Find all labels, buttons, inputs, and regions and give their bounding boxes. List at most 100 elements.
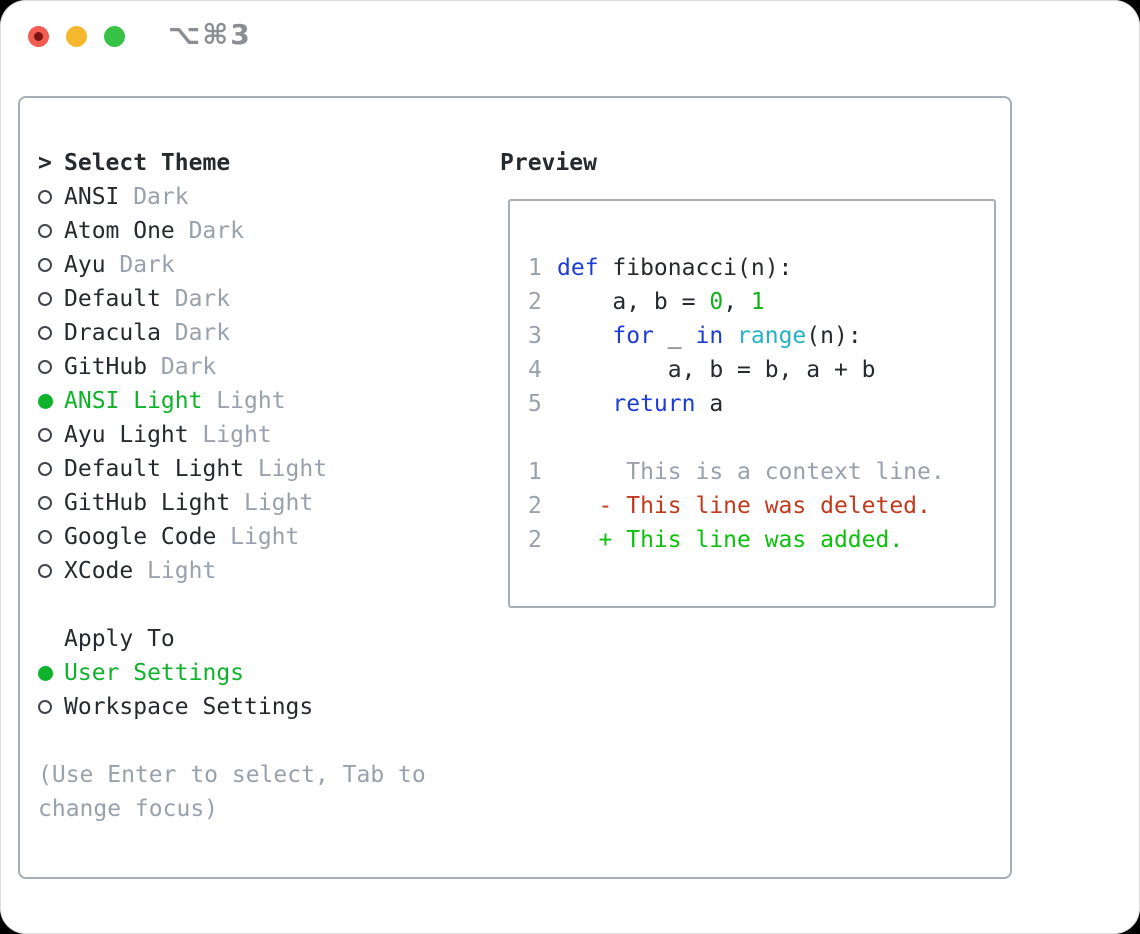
minimize-button[interactable] <box>66 26 87 47</box>
apply-to-label: Apply To <box>64 626 175 652</box>
apply-to-header: Apply To <box>38 622 426 656</box>
radio-icon <box>38 428 52 442</box>
theme-selector-panel: > Select Theme ANSI Dark Atom One Dark A… <box>18 96 1012 879</box>
code-line: 3 for _ in range(n): <box>528 319 994 353</box>
theme-variant: Light <box>202 422 272 448</box>
radio-icon <box>38 258 52 272</box>
select-theme-label: Select Theme <box>64 150 231 176</box>
code-text: a, b = <box>557 289 710 315</box>
context-text: This is a context line. <box>557 459 945 485</box>
code-text: _ <box>653 323 696 349</box>
function-name: range <box>737 323 807 349</box>
theme-name: ANSI <box>64 184 120 210</box>
code-text: , <box>723 289 751 315</box>
line-number: 2 <box>528 527 542 553</box>
radio-icon <box>38 496 52 510</box>
theme-variant: Light <box>230 524 300 550</box>
theme-variant: Dark <box>160 354 217 380</box>
code-text: fibonacci(n): <box>598 255 793 281</box>
theme-name: Google Code <box>64 524 217 550</box>
theme-list: > Select Theme ANSI Dark Atom One Dark A… <box>38 146 426 826</box>
keyword: in <box>695 323 724 349</box>
code-line: 5 return a <box>528 387 994 421</box>
theme-option-google-code-light[interactable]: Google Code Light <box>38 520 426 554</box>
line-number: 4 <box>528 357 542 383</box>
theme-variant: Light <box>257 456 328 482</box>
blank-line <box>528 421 994 455</box>
apply-option-label: Workspace Settings <box>64 694 314 720</box>
theme-name: GitHub Light <box>64 490 231 516</box>
apply-option-user-settings[interactable]: User Settings <box>38 656 426 690</box>
close-icon <box>34 32 43 41</box>
radio-icon <box>38 564 52 578</box>
apply-option-workspace-settings[interactable]: Workspace Settings <box>38 690 426 724</box>
radio-icon <box>38 360 52 374</box>
radio-icon <box>38 190 52 204</box>
apply-option-label: User Settings <box>64 660 245 686</box>
theme-variant: Dark <box>119 252 175 278</box>
zoom-button[interactable] <box>104 26 125 47</box>
theme-option-atom-one-dark[interactable]: Atom One Dark <box>38 214 426 248</box>
theme-option-default-dark[interactable]: Default Dark <box>38 282 426 316</box>
theme-name: ANSI Light <box>64 388 203 414</box>
diff-deleted-line: 2 - This line was deleted. <box>528 489 994 523</box>
deleted-text: - This line was deleted. <box>557 493 931 519</box>
code-line: 2 a, b = 0, 1 <box>528 285 994 319</box>
theme-variant: Light <box>147 558 217 584</box>
radio-icon <box>38 530 52 544</box>
line-number: 2 <box>528 493 542 519</box>
radio-icon <box>38 700 52 714</box>
preview-pane: Preview 1 def fibonacci(n): 2 a, b = 0, … <box>500 146 996 608</box>
theme-name: Ayu Light <box>64 422 189 448</box>
help-text-line2: change focus) <box>38 796 219 822</box>
theme-option-github-light[interactable]: GitHub Light Light <box>38 486 426 520</box>
theme-variant: Dark <box>133 184 189 210</box>
select-theme-header: > Select Theme <box>38 146 426 180</box>
theme-option-ansi-light[interactable]: ANSI Light Light <box>38 384 426 418</box>
theme-option-ayu-light[interactable]: Ayu Light Light <box>38 418 426 452</box>
code-text: a <box>695 391 724 417</box>
window-title: ⌥⌘3 <box>168 18 252 51</box>
diff-context-line: 1 This is a context line. <box>528 455 994 489</box>
line-number: 1 <box>528 255 542 281</box>
theme-name: Atom One <box>64 218 175 244</box>
theme-name: Default Light <box>64 456 245 482</box>
theme-option-ansi-dark[interactable]: ANSI Dark <box>38 180 426 214</box>
theme-name: Default <box>64 286 161 312</box>
theme-option-default-light[interactable]: Default Light Light <box>38 452 426 486</box>
theme-name: XCode <box>64 558 134 584</box>
keyword: for <box>612 323 654 349</box>
preview-label: Preview <box>500 150 597 176</box>
theme-option-ayu-dark[interactable]: Ayu Dark <box>38 248 426 282</box>
theme-variant: Dark <box>174 286 231 312</box>
code-text <box>557 323 612 349</box>
code-text: (n): <box>806 323 862 349</box>
theme-name: GitHub <box>64 354 148 380</box>
theme-option-xcode-light[interactable]: XCode Light <box>38 554 426 588</box>
added-text: + This line was added. <box>557 527 904 553</box>
line-number: 5 <box>528 391 542 417</box>
theme-option-dracula-dark[interactable]: Dracula Dark <box>38 316 426 350</box>
code-line: 4 a, b = b, a + b <box>528 353 994 387</box>
spacer <box>38 724 426 758</box>
theme-name: Dracula <box>64 320 161 346</box>
radio-icon <box>38 292 52 306</box>
keyword: def <box>557 255 599 281</box>
code-text <box>557 391 612 417</box>
help-text-line1: (Use Enter to select, Tab to <box>38 762 426 788</box>
keyword: return <box>612 391 696 417</box>
code-text: a, b = b, a + b <box>557 357 876 383</box>
theme-variant: Dark <box>188 218 244 244</box>
theme-variant: Light <box>216 388 286 414</box>
theme-variant: Light <box>243 490 314 516</box>
preview-code-box: 1 def fibonacci(n): 2 a, b = 0, 1 3 for … <box>508 199 996 608</box>
spacer <box>38 588 426 622</box>
code-text <box>723 323 737 349</box>
radio-icon <box>38 224 52 238</box>
theme-option-github-dark[interactable]: GitHub Dark <box>38 350 426 384</box>
radio-icon <box>38 462 52 476</box>
close-button[interactable] <box>28 26 49 47</box>
number-literal: 0 <box>709 289 724 315</box>
radio-selected-icon <box>38 393 53 409</box>
number-literal: 1 <box>750 289 765 315</box>
